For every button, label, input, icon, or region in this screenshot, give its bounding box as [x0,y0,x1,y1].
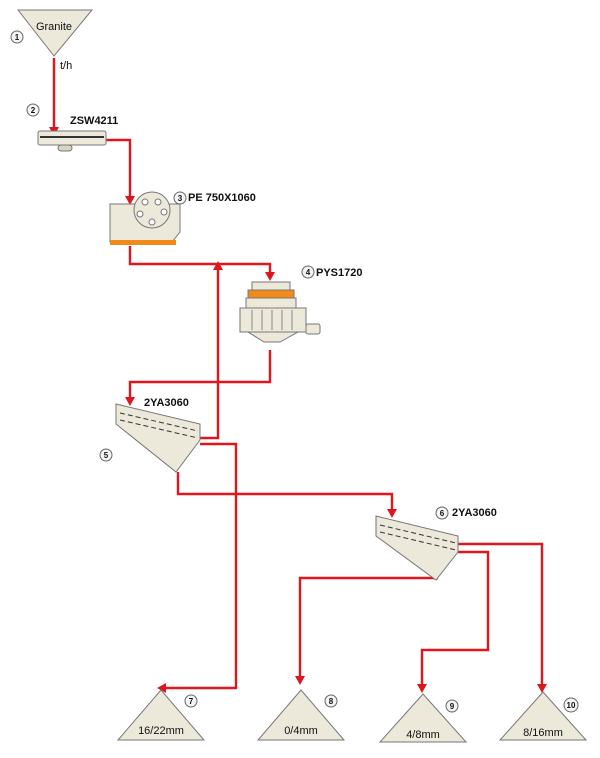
product7-label: 16/22mm [138,725,184,737]
arrow-into-product8 [295,676,305,685]
feeder-label: ZSW4211 [70,115,118,127]
arrow-into-product9 [417,684,427,693]
svg-text:4: 4 [306,268,311,277]
vibrating-screen-5: 2YA3060 [115,397,201,473]
svg-text:9: 9 [450,702,455,711]
arrow-recirculation [213,261,223,270]
svg-text:8: 8 [329,697,334,706]
svg-text:10: 10 [567,701,576,710]
cone-crusher-label: PYS1720 [316,267,362,279]
badge-3: 3 [173,191,187,205]
jaw-crusher: PE 750X1060 [109,191,256,245]
flow-screen5-recirculation [200,266,220,440]
screen5-label: 2YA3060 [144,397,189,409]
arrow-into-jaw [125,196,135,205]
svg-text:6: 6 [440,509,445,518]
flow-screen5-to-product7 [162,442,238,690]
product-pile-9: 4/8mm [378,693,468,743]
arrow-into-product7 [157,683,166,693]
flow-cone-to-screen5 [128,350,272,400]
badge-1: 1 [10,30,24,44]
svg-text:3: 3 [178,194,183,203]
badge-8: 8 [324,694,338,708]
badge-9: 9 [445,699,459,713]
flow-feeder-to-jaw [106,138,132,200]
svg-text:7: 7 [189,697,194,706]
badge-6: 6 [435,506,449,520]
product-pile-8: 0/4mm [256,689,346,741]
cone-crusher: PYS1720 [239,267,362,343]
svg-text:2: 2 [31,106,36,115]
step-badges: 1 2 3 4 5 6 7 8 9 10 [10,30,579,713]
vibrating-screen-6: 2YA3060 [375,507,497,581]
flow-screen6-to-product10 [458,542,544,688]
arrow-into-screen6 [387,509,397,518]
granite-hopper: Granite t/h [16,9,94,72]
arrow-into-product10 [537,684,547,693]
flow-jaw-to-cone [128,246,272,276]
flow-screen6-to-product9 [420,550,490,688]
jaw-crusher-label: PE 750X1060 [188,192,256,204]
flow-screen6-to-product8 [298,576,438,680]
product8-label: 0/4mm [284,725,318,737]
badge-2: 2 [26,103,40,117]
badge-4: 4 [301,265,315,279]
product-pile-7: 16/22mm [116,689,206,741]
badge-7: 7 [184,694,198,708]
svg-text:1: 1 [15,33,20,42]
product10-label: 8/16mm [523,727,563,739]
rate-unit-label: t/h [60,60,72,72]
screen6-label: 2YA3060 [452,507,497,519]
arrow-into-screen5 [125,397,135,406]
flow-screen5-to-screen6 [176,472,394,512]
vibrating-feeder: ZSW4211 [37,115,118,152]
badge-5: 5 [99,448,113,462]
flow-lines [52,58,544,690]
badge-10: 10 [563,697,579,713]
product9-label: 4/8mm [406,729,440,741]
hopper-label: Granite [36,21,72,33]
svg-text:5: 5 [104,451,109,460]
arrow-into-cone [265,272,275,281]
product-pile-10: 8/16mm [498,691,588,741]
